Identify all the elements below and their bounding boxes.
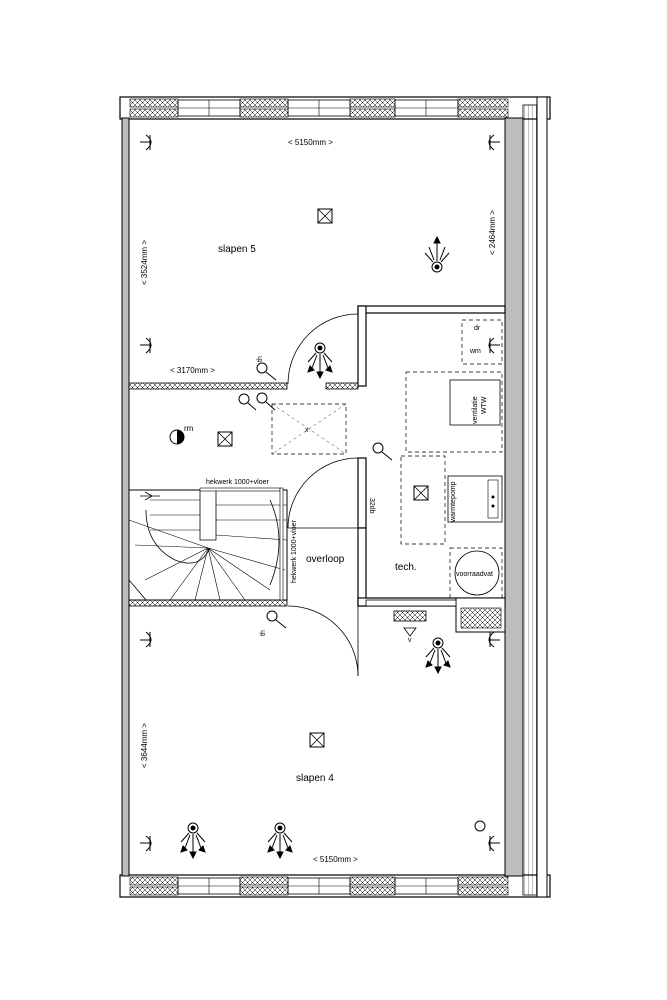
tech-dashed-2	[400, 455, 446, 545]
label-voorraadvat: voorraadvat	[456, 571, 493, 578]
dim-left-top: < 3524mm >	[140, 240, 149, 285]
ceiling-light-slapen5	[317, 208, 333, 224]
label-v: v	[408, 637, 412, 644]
tech-dashed-3	[449, 547, 503, 599]
window-top-1	[177, 99, 241, 117]
dim-top-width: < 5150mm >	[288, 138, 333, 147]
door-tech[interactable]	[287, 457, 359, 529]
label-wtw: WTW	[481, 396, 488, 414]
label-hekwerk-v: hekwerk 1000+vloer	[291, 519, 298, 583]
dim-right-top: < 2464mm >	[488, 210, 497, 255]
room-label-tech: tech.	[395, 562, 417, 573]
label-ventilatie: ventilatie	[472, 396, 479, 424]
label-rm: rm	[184, 424, 194, 433]
door-slapen5[interactable]	[287, 313, 359, 385]
window-bottom-3	[394, 877, 459, 895]
switch-icons	[238, 362, 486, 832]
room-label-slapen5: slapen 5	[218, 244, 256, 255]
window-top-3	[394, 99, 459, 117]
window-top-2	[287, 99, 351, 117]
svg-text:x: x	[305, 427, 309, 434]
ventilation-unit	[449, 379, 501, 426]
label-th-top: th	[257, 356, 264, 362]
staircase	[128, 487, 288, 601]
vent-icon	[393, 610, 427, 637]
door-slapen4[interactable]	[287, 605, 359, 677]
tech-dashed-1	[405, 371, 503, 453]
ceiling-light-slapen4	[309, 732, 325, 748]
label-th-bottom: th	[260, 630, 267, 636]
label-warmtepomp: warmtepomp	[450, 481, 457, 523]
dim-left-bottom: < 3644mm >	[140, 723, 149, 768]
outer-walls	[119, 96, 551, 898]
dim-bottom-width: < 5150mm >	[313, 855, 358, 864]
roof-hatch	[271, 403, 347, 455]
label-32db: 32db	[368, 498, 375, 514]
light-fixture-icon	[180, 235, 451, 860]
ceiling-light-tech	[413, 485, 429, 501]
label-hekwerk-h: hekwerk 1000+vloer	[206, 479, 270, 486]
dr-wm-box	[461, 319, 503, 365]
label-wm: wm	[469, 348, 481, 355]
room-label-overloop: overloop	[306, 554, 345, 565]
window-bottom-1	[177, 877, 241, 895]
smoke-detector-icon	[169, 429, 185, 445]
dim-mid-width: < 3170mm >	[170, 366, 215, 375]
window-bottom-2	[287, 877, 351, 895]
room-label-slapen4: slapen 4	[296, 773, 334, 784]
ceiling-light-landing	[217, 431, 233, 447]
storage-tank	[454, 550, 500, 596]
outlet-icons	[140, 134, 500, 852]
label-dr: dr	[474, 325, 481, 332]
interior-walls	[128, 305, 506, 633]
